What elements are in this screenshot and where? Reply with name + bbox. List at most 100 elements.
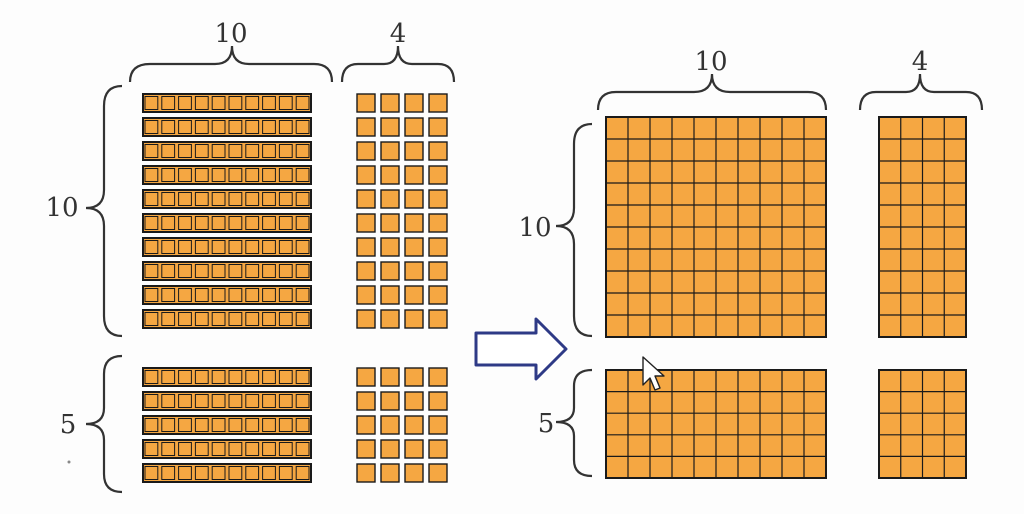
ten-bar-cell bbox=[278, 240, 293, 254]
ten-bar-cell bbox=[295, 442, 310, 456]
unit-cube bbox=[404, 93, 424, 113]
unit-cube bbox=[380, 367, 400, 387]
unit-cube bbox=[380, 141, 400, 161]
ten-bar-cell bbox=[178, 96, 192, 110]
ten-bar bbox=[142, 213, 312, 233]
ten-bar-cell bbox=[161, 442, 176, 456]
ten-bar-cell bbox=[194, 312, 209, 326]
ten-bar-cell bbox=[178, 192, 192, 206]
unit-cube bbox=[428, 309, 448, 329]
ten-bar-cell bbox=[178, 370, 192, 384]
ten-bar-cell bbox=[144, 312, 159, 326]
unit-cube bbox=[380, 463, 400, 483]
ten-bar-cell bbox=[278, 312, 293, 326]
ten-bar-cell bbox=[211, 418, 226, 432]
ten-bar-cell bbox=[161, 120, 176, 134]
unit-cube bbox=[404, 439, 424, 459]
unit-cube bbox=[380, 165, 400, 185]
ten-bar-cell bbox=[161, 216, 176, 230]
unit-cube bbox=[404, 165, 424, 185]
unit-cube bbox=[428, 439, 448, 459]
left-model: 10 4 10 5 bbox=[45, 19, 456, 494]
unit-cube bbox=[428, 415, 448, 435]
ten-bar-cell bbox=[161, 264, 176, 278]
unit-cube bbox=[428, 237, 448, 257]
unit-cube bbox=[380, 117, 400, 137]
ten-bar-cell bbox=[144, 466, 159, 480]
right-top-label-4: 4 bbox=[912, 47, 929, 77]
ten-bar-cell bbox=[278, 192, 293, 206]
left-top-label-4: 4 bbox=[390, 19, 407, 49]
unit-cube bbox=[356, 309, 376, 329]
ten-bar-cell bbox=[245, 168, 260, 182]
ten-bar-cell bbox=[194, 370, 209, 384]
unit-cube bbox=[404, 213, 424, 233]
ten-bar-cell bbox=[262, 168, 276, 182]
unit-cube bbox=[404, 391, 424, 411]
ten-bar-cell bbox=[211, 96, 226, 110]
unit-cube bbox=[356, 237, 376, 257]
ten-bar-cell bbox=[228, 370, 243, 384]
ten-bar-cell bbox=[278, 216, 293, 230]
unit-cube bbox=[380, 309, 400, 329]
ten-bar bbox=[142, 391, 312, 411]
unit-cube bbox=[380, 261, 400, 281]
unit-cube bbox=[356, 391, 376, 411]
ten-bar-cell bbox=[178, 120, 192, 134]
ten-bar-cell bbox=[245, 370, 260, 384]
unit-cube bbox=[428, 213, 448, 233]
ten-bar-cell bbox=[211, 442, 226, 456]
left-side-label-10: 10 bbox=[45, 193, 78, 223]
ten-bar-cell bbox=[228, 120, 243, 134]
ten-bar-cell bbox=[144, 394, 159, 408]
ten-bar-cell bbox=[295, 216, 310, 230]
ten-bar-cell bbox=[228, 394, 243, 408]
ten-bar bbox=[142, 117, 312, 137]
ten-bar bbox=[142, 165, 312, 185]
ten-bar-cell bbox=[295, 240, 310, 254]
ten-bar-cell bbox=[211, 394, 226, 408]
ten-bar-cell bbox=[245, 96, 260, 110]
unit-cube bbox=[428, 141, 448, 161]
ten-bar-cell bbox=[211, 312, 226, 326]
ten-bar-cell bbox=[178, 442, 192, 456]
ten-bar-cell bbox=[144, 192, 159, 206]
right-side-brace-10 bbox=[555, 122, 593, 338]
unit-cube bbox=[404, 285, 424, 305]
left-top-brace-10 bbox=[128, 45, 334, 83]
ten-bar-cell bbox=[228, 168, 243, 182]
ten-bar-cell bbox=[211, 144, 226, 158]
ten-bar-cell bbox=[278, 96, 293, 110]
ten-bar-cell bbox=[161, 144, 176, 158]
unit-cube bbox=[404, 261, 424, 281]
ten-bar-cell bbox=[245, 442, 260, 456]
ten-bar-cell bbox=[245, 312, 260, 326]
ten-bar bbox=[142, 261, 312, 281]
ten-bar-cell bbox=[161, 192, 176, 206]
ten-bar-cell bbox=[178, 168, 192, 182]
ten-bar-cell bbox=[295, 192, 310, 206]
ten-bar-cell bbox=[211, 466, 226, 480]
unit-cube bbox=[404, 463, 424, 483]
ten-bar-cell bbox=[144, 240, 159, 254]
ten-bar-cell bbox=[295, 288, 310, 302]
left-ten-bars-top-group bbox=[142, 93, 312, 329]
ten-bar-cell bbox=[228, 192, 243, 206]
ten-bar bbox=[142, 189, 312, 209]
ten-bar-cell bbox=[228, 418, 243, 432]
speck-mark bbox=[67, 460, 71, 464]
ten-bar-cell bbox=[278, 288, 293, 302]
left-top-brace-4 bbox=[340, 45, 456, 83]
unit-cube bbox=[380, 415, 400, 435]
ten-bar-cell bbox=[144, 288, 159, 302]
ten-bar-cell bbox=[262, 192, 276, 206]
ten-bar bbox=[142, 367, 312, 387]
ten-bar bbox=[142, 439, 312, 459]
ten-bar-cell bbox=[211, 264, 226, 278]
unit-cube bbox=[380, 285, 400, 305]
ten-bar-cell bbox=[194, 120, 209, 134]
ten-bar-cell bbox=[194, 192, 209, 206]
right-side-label-5: 5 bbox=[538, 409, 555, 439]
